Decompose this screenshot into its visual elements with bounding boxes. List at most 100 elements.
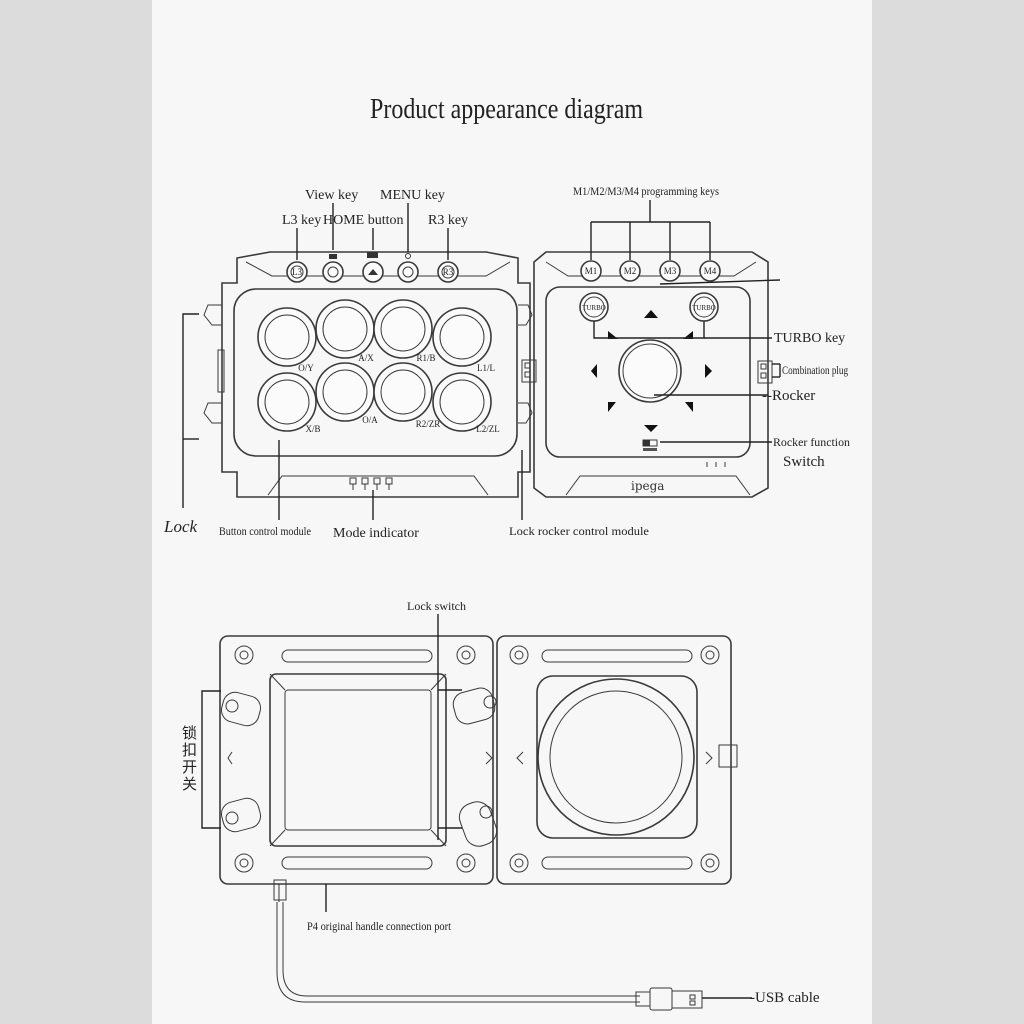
rocker-control-module: M1 M2 M3 M4 TURBO TURBO: [521, 251, 773, 498]
face-button-l1l[interactable]: L1/L: [432, 307, 495, 373]
face-button-xb[interactable]: X/B: [257, 372, 321, 434]
lock-label: Lock: [163, 517, 198, 536]
arrow-down-icon: [644, 425, 658, 432]
turbo-left-text: TURBO: [582, 304, 606, 312]
lock-rocker-module-label: Lock rocker control module: [509, 524, 649, 538]
cn-char-1: 锁: [182, 725, 197, 742]
l3-key-text: L3: [292, 267, 302, 277]
mode-indicator-leds: [349, 477, 393, 490]
view-key-label: View key: [305, 188, 358, 203]
p4-port-label: P4 original handle connection port: [307, 919, 452, 933]
left-chevron-icon-2: [516, 751, 524, 765]
programming-keys-label: M1/M2/M3/M4 programming keys: [573, 184, 719, 198]
menu-key-label: MENU key: [380, 188, 445, 203]
arrow-downleft-icon: [608, 402, 616, 412]
face-button-ax[interactable]: A/X: [315, 299, 375, 363]
face-label-oy: O/Y: [298, 363, 314, 373]
face-label-ax: A/X: [358, 353, 374, 363]
face-buttons: O/Y A/X R1/B L1/L X/B: [257, 299, 500, 434]
turbo-key-label: TURBO key: [774, 331, 845, 346]
corner-screws-right: [509, 645, 720, 873]
direction-arrows: [591, 310, 712, 432]
button-control-module-label: Button control module: [219, 524, 311, 538]
face-button-oa[interactable]: O/A: [315, 362, 378, 425]
home-icon: [368, 269, 378, 275]
button-control-module: L3 R3: [203, 251, 533, 498]
lock-switch-bottom-right[interactable]: [455, 798, 500, 850]
arrow-upright-icon: [683, 331, 693, 339]
usb-cable: [273, 879, 752, 1011]
menu-key-button[interactable]: [397, 253, 419, 283]
lock-switch-bottom-left[interactable]: [219, 796, 263, 835]
rocker-joystick[interactable]: [618, 339, 682, 403]
home-button-label: HOME button: [323, 213, 404, 228]
side-leader-lines: [593, 321, 781, 443]
face-label-oa: O/A: [362, 415, 378, 425]
m4-text: M4: [704, 266, 717, 276]
lock-switch-label: Lock switch: [407, 599, 466, 613]
lock-switch-cn-label: 锁 扣 开 关: [182, 725, 197, 793]
top-button-row: L3 R3: [286, 252, 459, 283]
home-button[interactable]: [362, 252, 384, 283]
menu-icon: [405, 253, 411, 259]
face-button-r2zr[interactable]: R2/ZR: [373, 362, 441, 429]
face-button-l2zl[interactable]: L2/ZL: [432, 372, 500, 434]
m2-button[interactable]: M2: [619, 260, 641, 282]
l3-key-button[interactable]: L3: [286, 261, 308, 283]
combination-plug-label: Combination plug: [782, 363, 848, 377]
view-key-button[interactable]: [322, 254, 344, 283]
m4-button[interactable]: M4: [699, 260, 721, 282]
l3-key-label: L3 key: [282, 213, 321, 228]
arrow-right-icon: [705, 364, 712, 378]
turbo-right-text: TURBO: [692, 304, 716, 312]
m1-text: M1: [585, 266, 598, 276]
m2-text: M2: [624, 266, 637, 276]
m3-text: M3: [664, 266, 677, 276]
m1-button[interactable]: M1: [580, 260, 602, 282]
m3-button[interactable]: M3: [659, 260, 681, 282]
paper-sheet: [152, 0, 872, 1024]
cn-char-2: 扣: [182, 742, 197, 759]
r3-key-label: R3 key: [428, 213, 468, 228]
cn-char-4: 关: [182, 776, 197, 793]
top-leader-lines: [296, 200, 781, 285]
face-label-r1b: R1/B: [416, 353, 435, 363]
combination-plug: [757, 360, 773, 384]
mode-indicator-label: Mode indicator: [333, 526, 419, 541]
rocker-function-switch[interactable]: [642, 439, 658, 451]
right-chevron-icon-2: [705, 751, 713, 765]
arrow-downright-icon: [685, 402, 693, 412]
home-indicator-icon: [367, 252, 378, 258]
face-label-r2zr: R2/ZR: [416, 419, 441, 429]
face-button-oy[interactable]: O/Y: [257, 307, 317, 373]
back-right-module: [496, 635, 738, 885]
brand-logo: ipega: [631, 479, 664, 493]
face-label-l2zl: L2/ZL: [476, 424, 500, 434]
face-button-r1b[interactable]: R1/B: [373, 299, 436, 363]
r3-key-text: R3: [443, 267, 454, 277]
back-leader-lines: [201, 614, 462, 912]
corner-screws-left: [234, 645, 476, 873]
lock-switch-top-right[interactable]: [451, 685, 498, 726]
turbo-button-right[interactable]: TURBO: [689, 292, 719, 322]
arrow-upleft-icon: [608, 331, 618, 339]
back-left-module: [219, 635, 500, 885]
right-chevron-icon: [485, 751, 493, 765]
bottom-leader-lines: [182, 313, 523, 520]
page-title: Product appearance diagram: [370, 93, 643, 125]
face-label-l1l: L1/L: [477, 363, 495, 373]
lock-switch-top-left[interactable]: [219, 690, 263, 729]
arrow-left-icon: [591, 364, 597, 378]
rocker-label: --Rocker: [762, 388, 815, 404]
turbo-button-left[interactable]: TURBO: [579, 292, 609, 322]
arrow-up-icon: [644, 310, 658, 318]
r3-key-button[interactable]: R3: [437, 261, 459, 283]
status-ticks: [706, 462, 726, 467]
face-label-xb: X/B: [305, 424, 320, 434]
cn-char-3: 开: [182, 760, 197, 776]
view-icon: [329, 254, 337, 259]
left-chevron-icon: [227, 751, 233, 765]
rocker-function-label: Rocker function: [773, 435, 850, 449]
